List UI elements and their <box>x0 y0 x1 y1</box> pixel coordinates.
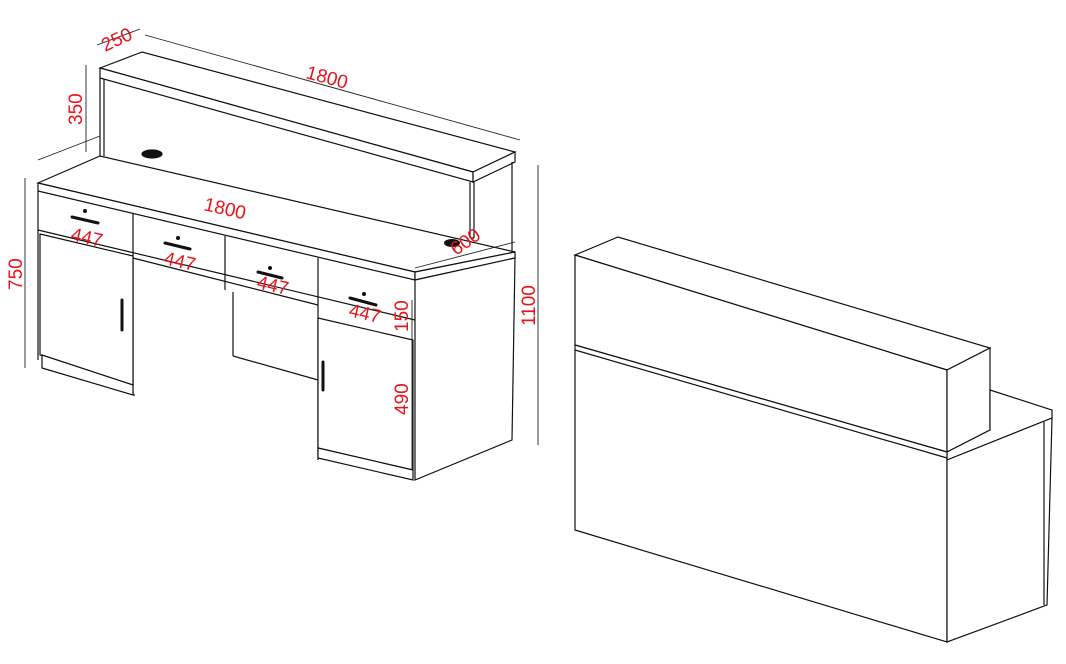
rear-side-panel <box>946 417 1053 643</box>
drawer-width-label: 447 <box>162 248 198 276</box>
drawer-width-label: 447 <box>255 272 291 300</box>
total-height-label: 1100 <box>519 285 540 326</box>
right-side-panel <box>414 257 516 481</box>
hutch-depth-label: 250 <box>98 24 136 56</box>
cable-grommet <box>141 149 163 159</box>
rear-desk-view <box>573 236 1053 643</box>
dimensioned-desk-view: 250 1800 350 1800 750 447 447 447 447 60… <box>6 24 540 481</box>
door-height-label: 490 <box>392 383 413 415</box>
cable-grommet <box>444 239 460 247</box>
desk-height-label: 750 <box>6 258 27 290</box>
hutch-top-edge <box>99 67 474 183</box>
drawer-height-label: 150 <box>392 300 413 332</box>
hutch-width-label: 1800 <box>304 63 350 94</box>
hutch-height-label: 350 <box>66 93 87 125</box>
dimension-lines <box>24 28 539 470</box>
